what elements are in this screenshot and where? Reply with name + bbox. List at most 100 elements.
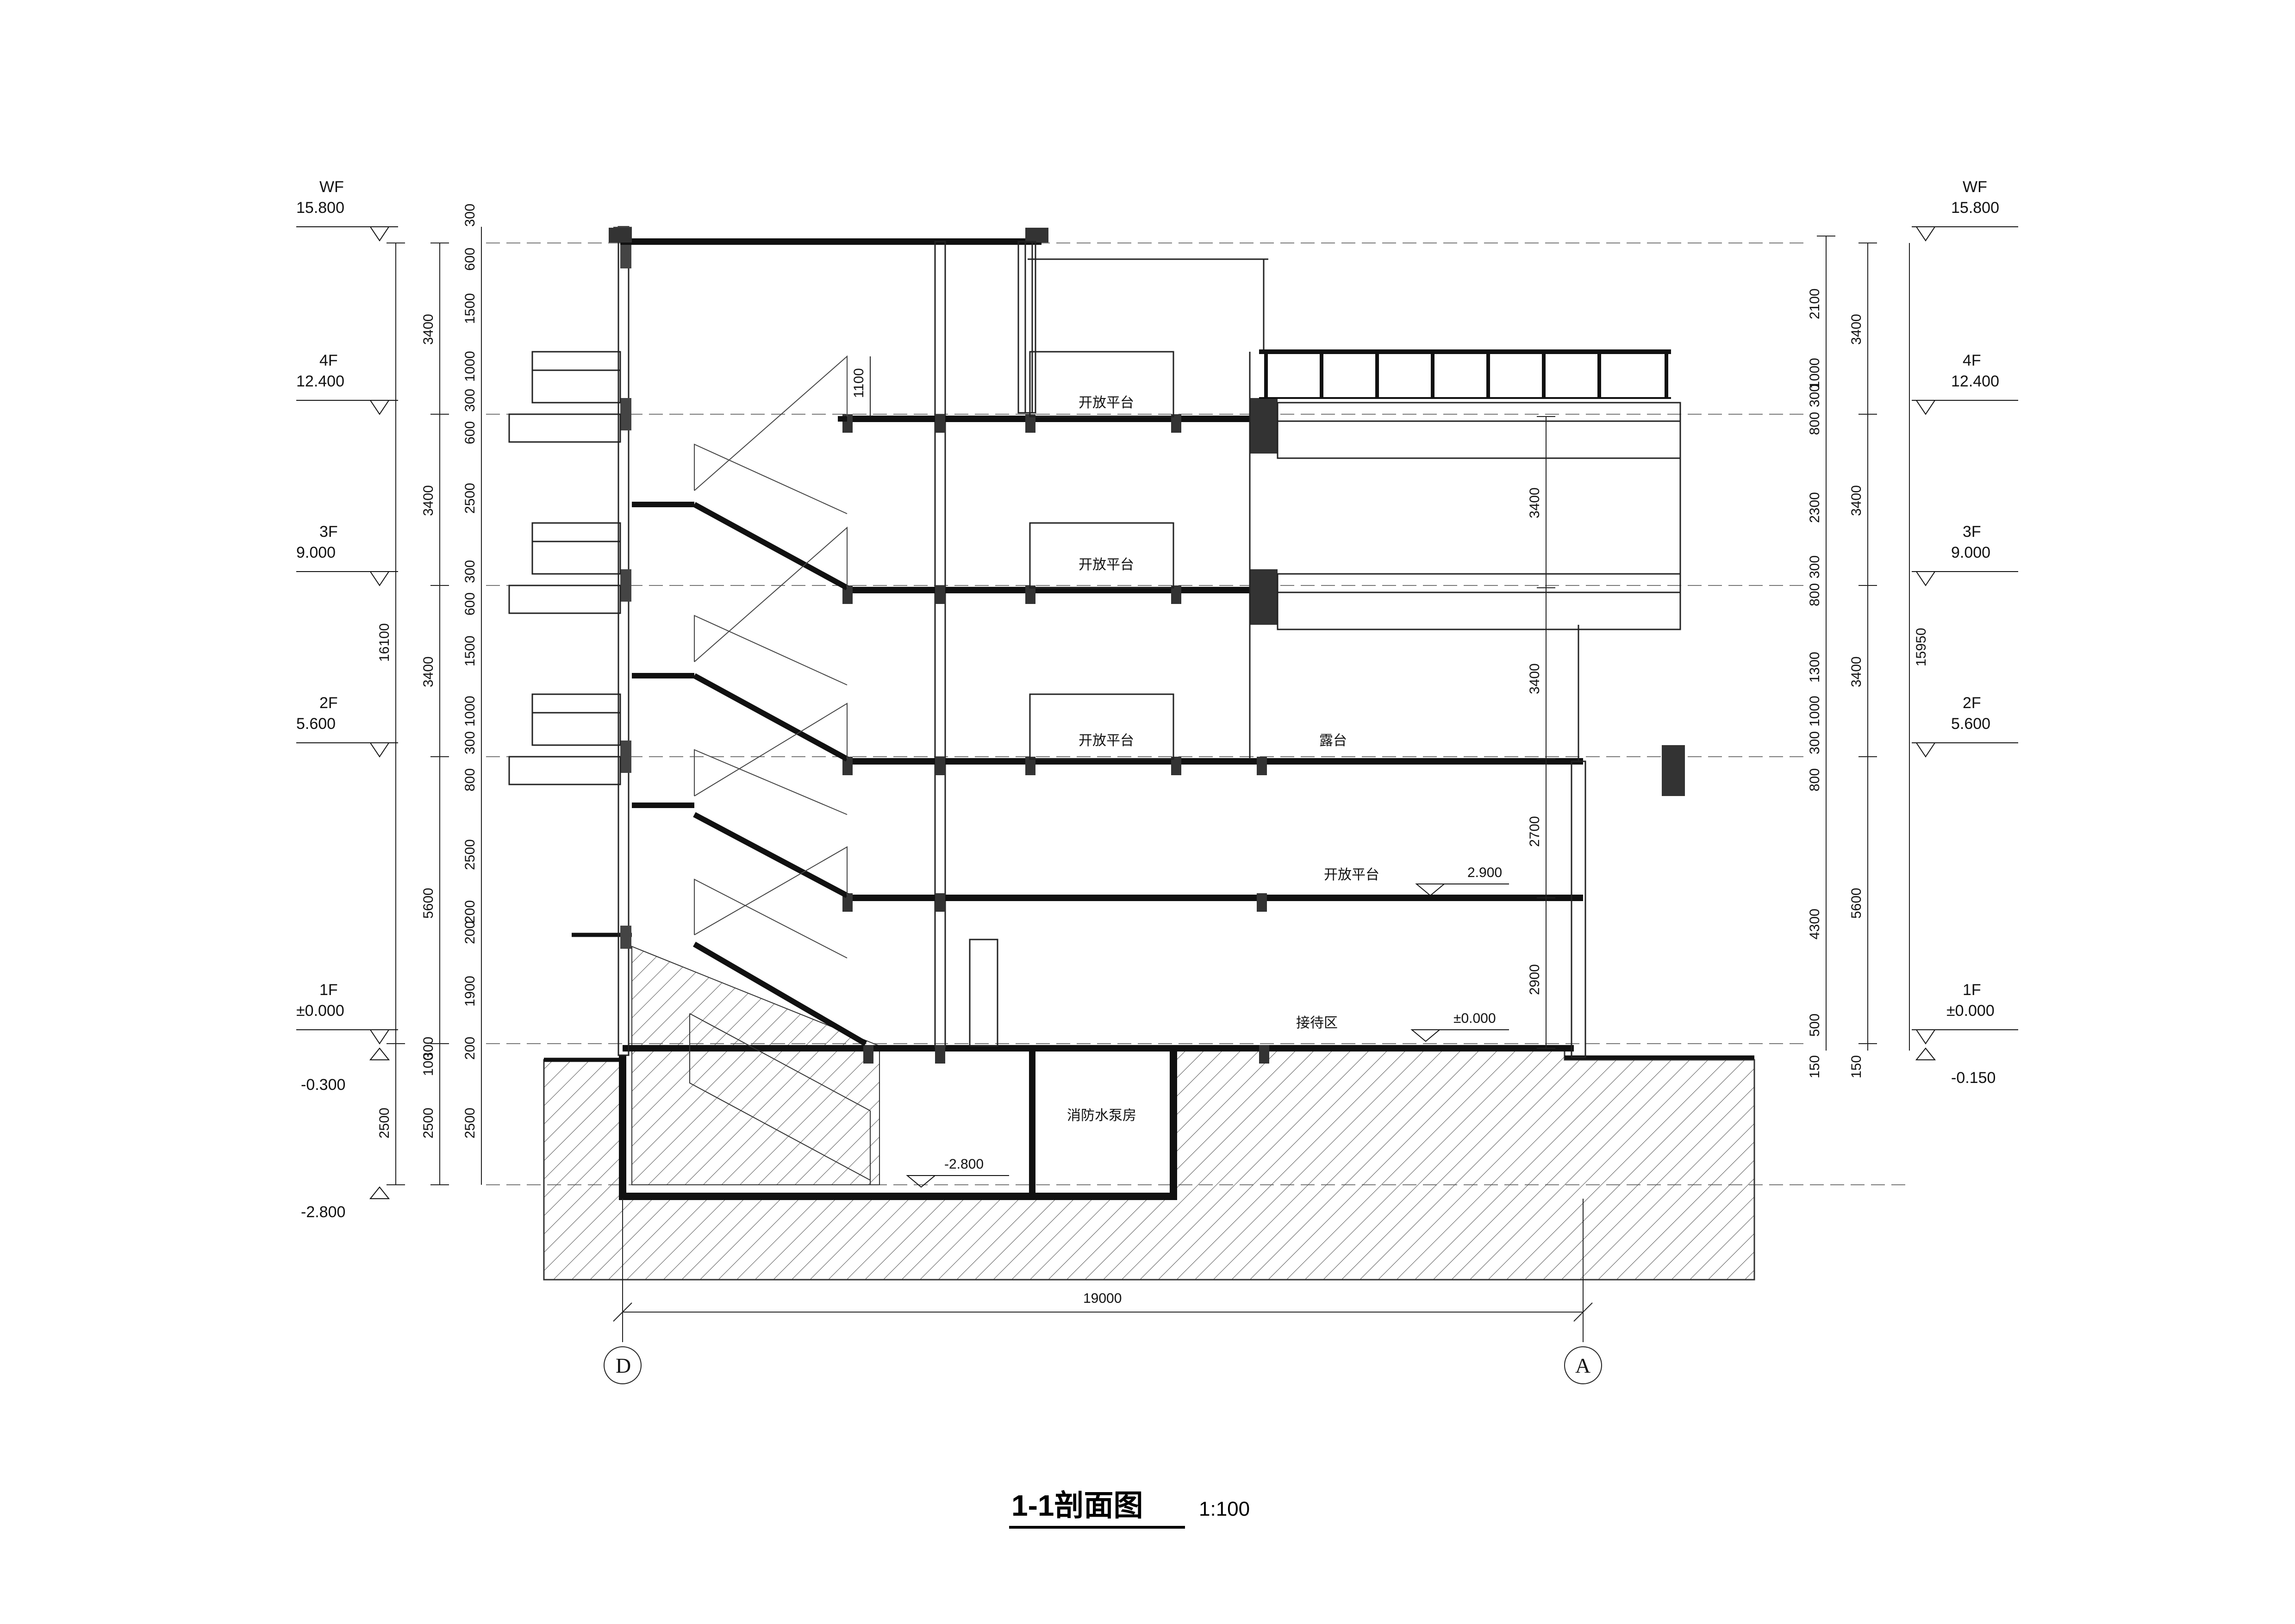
- svg-text:300: 300: [1807, 384, 1822, 407]
- svg-text:5600: 5600: [421, 888, 436, 919]
- svg-text:3F: 3F: [1963, 523, 1981, 541]
- svg-text:300: 300: [1807, 555, 1822, 579]
- label-platform-3f: 开放平台: [1079, 557, 1134, 572]
- svg-text:3400: 3400: [1849, 485, 1864, 516]
- elev-mark-2900: 2.900: [1415, 865, 1509, 896]
- left-dim-col3: 300 600 1500 1000 300 600 2500 300 600 1…: [421, 204, 478, 1139]
- dim-3f-2f: 3400: [1527, 663, 1542, 694]
- svg-text:3400: 3400: [1849, 314, 1864, 345]
- drawing-title: 1-1剖面图: [1011, 1489, 1143, 1522]
- svg-text:±0.000: ±0.000: [296, 1002, 344, 1020]
- grid-axis-a: A: [1564, 1346, 1602, 1384]
- beams: [842, 414, 1269, 1064]
- svg-text:4300: 4300: [1807, 908, 1822, 940]
- svg-text:1000: 1000: [462, 696, 478, 727]
- roof-slab: [609, 228, 1268, 414]
- svg-text:15.800: 15.800: [1951, 199, 1999, 217]
- svg-text:800: 800: [1807, 768, 1822, 791]
- svg-text:300: 300: [462, 560, 478, 583]
- svg-text:9.000: 9.000: [296, 544, 336, 561]
- svg-text:2500: 2500: [421, 1108, 436, 1139]
- soil-hatch: [543, 946, 1755, 1281]
- level-marker-right-2f: 2F 5.600: [1912, 694, 2018, 758]
- left-dim-outer: 16100: [377, 623, 392, 662]
- level-marker-left-2f: 2F5.600: [296, 694, 398, 758]
- svg-text:1300: 1300: [1807, 652, 1822, 683]
- svg-text:150: 150: [1807, 1055, 1822, 1078]
- svg-text:3400: 3400: [421, 656, 436, 687]
- right-dim-col1: 2100 1000 800 300 2300 800 300 1300 1000…: [1807, 288, 1822, 1078]
- svg-text:WF: WF: [319, 178, 344, 196]
- svg-text:1500: 1500: [462, 635, 478, 666]
- svg-text:3400: 3400: [421, 485, 436, 516]
- svg-text:1F: 1F: [319, 981, 338, 999]
- right-wing: [1249, 352, 1681, 759]
- svg-text:3400: 3400: [421, 314, 436, 345]
- elev-mark-minus2800: -2.800: [906, 1157, 1009, 1188]
- svg-text:150: 150: [1849, 1055, 1864, 1078]
- svg-text:100: 100: [421, 1053, 436, 1076]
- svg-text:15.800: 15.800: [296, 199, 344, 217]
- label-platform-2f: 开放平台: [1079, 733, 1134, 748]
- svg-text:1900: 1900: [462, 976, 478, 1007]
- svg-text:2500: 2500: [377, 1108, 392, 1139]
- drawing-scale: 1:100: [1199, 1498, 1250, 1520]
- svg-text:500: 500: [1807, 1014, 1822, 1037]
- svg-text:5.600: 5.600: [1951, 715, 1990, 733]
- right-dim-lines: [1817, 236, 1910, 1051]
- label-platform-4f: 开放平台: [1079, 395, 1134, 411]
- label-platform-mid: 开放平台: [1324, 867, 1379, 883]
- svg-text:1000: 1000: [1807, 696, 1822, 727]
- svg-text:5.600: 5.600: [296, 715, 336, 733]
- svg-text:300: 300: [1807, 731, 1822, 754]
- svg-text:A: A: [1575, 1354, 1590, 1377]
- svg-text:2500: 2500: [462, 483, 478, 514]
- stair-flights-thin: [694, 355, 848, 958]
- dim-4f-3f: 3400: [1527, 487, 1542, 518]
- svg-text:12.400: 12.400: [1951, 373, 1999, 390]
- level-marker-right-1f: 1F±0.000: [1912, 981, 2018, 1045]
- svg-text:200: 200: [462, 921, 478, 944]
- svg-text:300: 300: [462, 389, 478, 412]
- svg-text:1F: 1F: [1963, 981, 1981, 999]
- svg-text:2100: 2100: [1807, 288, 1822, 319]
- level-marker-left-minus28: -2.800: [301, 1186, 390, 1221]
- svg-text:2.900: 2.900: [1467, 865, 1502, 880]
- drawing-title-block: 1-1剖面图 1:100: [1009, 1489, 1250, 1529]
- svg-text:2500: 2500: [462, 1108, 478, 1139]
- svg-text:4F: 4F: [1963, 352, 1981, 369]
- svg-text:3F: 3F: [319, 523, 338, 541]
- svg-text:800: 800: [462, 768, 478, 791]
- svg-text:12.400: 12.400: [296, 373, 344, 390]
- svg-text:D: D: [616, 1354, 631, 1377]
- svg-text:-2.800: -2.800: [301, 1203, 345, 1221]
- svg-text:600: 600: [462, 592, 478, 616]
- level-marker-right-4f: 4F 12.400: [1912, 352, 2018, 415]
- doors: [969, 351, 1174, 1047]
- svg-text:15950: 15950: [1914, 628, 1929, 666]
- svg-text:300: 300: [421, 1037, 436, 1060]
- roof-railing: [1259, 349, 1671, 399]
- svg-text:-2.800: -2.800: [944, 1157, 984, 1172]
- overall-width-dim: [613, 1199, 1593, 1342]
- svg-text:2F: 2F: [1963, 694, 1981, 712]
- svg-text:3400: 3400: [1849, 656, 1864, 687]
- label-pump-room: 消防水泵房: [1067, 1108, 1136, 1123]
- left-balconies: [508, 351, 621, 785]
- svg-text:2500: 2500: [462, 839, 478, 870]
- level-marker-left-minus03: -0.300: [301, 1047, 390, 1094]
- label-reception: 接待区: [1296, 1015, 1338, 1031]
- basement-structure: [619, 1045, 1574, 1200]
- level-marker-left-wf: WF 15.800: [296, 178, 398, 242]
- right-dim-outer: 15950: [1914, 628, 1929, 666]
- elev-mark-pm0000: ±0.000: [1410, 1011, 1509, 1042]
- svg-text:5600: 5600: [1849, 888, 1864, 919]
- svg-text:±0.000: ±0.000: [1453, 1011, 1496, 1026]
- main-stair: [632, 416, 867, 1046]
- svg-text:800: 800: [1807, 412, 1822, 435]
- inner-dim-line: [870, 356, 1555, 1049]
- dim-2f-mid: 2700: [1527, 816, 1542, 847]
